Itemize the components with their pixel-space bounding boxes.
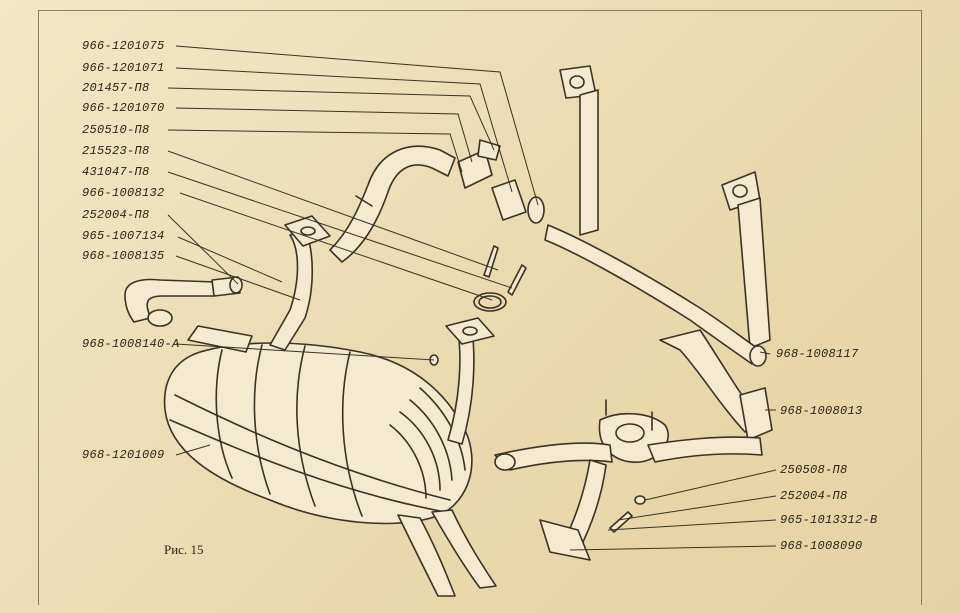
part-label-968-1008013: 968-1008013 bbox=[780, 404, 863, 418]
page-frame bbox=[38, 10, 922, 605]
part-label-250508-p8: 250508-П8 bbox=[780, 463, 848, 477]
part-label-968-1008135: 968-1008135 bbox=[82, 249, 165, 263]
exhaust-manifold bbox=[544, 65, 771, 367]
part-label-968-1008090: 968-1008090 bbox=[780, 539, 863, 553]
part-label-250510-p8: 250510-П8 bbox=[82, 123, 150, 137]
part-label-215523-p8: 215523-П8 bbox=[82, 144, 150, 158]
part-label-965-1007134: 965-1007134 bbox=[82, 229, 165, 243]
part-label-201457-p8: 201457-П8 bbox=[82, 81, 150, 95]
exhaust-pipe-left bbox=[269, 145, 495, 445]
figure-caption: Рис. 15 bbox=[164, 542, 204, 557]
part-label-252004-p8-top: 252004-П8 bbox=[82, 208, 150, 222]
part-label-966-1201071: 966-1201071 bbox=[82, 61, 165, 75]
part-label-966-1008132: 966-1008132 bbox=[82, 186, 165, 200]
clamp-assembly bbox=[457, 139, 545, 224]
part-label-968-1008140-a: 968-1008140-А bbox=[82, 337, 180, 351]
leader-lines bbox=[167, 45, 777, 551]
part-label-966-1201070: 966-1201070 bbox=[82, 101, 165, 115]
part-label-965-1013312-v: 965-1013312-В bbox=[780, 513, 878, 527]
part-label-966-1201075: 966-1201075 bbox=[82, 39, 165, 53]
part-label-252004-p8-bottom: 252004-П8 bbox=[780, 489, 848, 503]
part-label-431047-p8: 431047-П8 bbox=[82, 165, 150, 179]
studs-and-rings bbox=[429, 245, 646, 533]
part-label-968-1201009: 968-1201009 bbox=[82, 448, 165, 462]
part-label-968-1008117: 968-1008117 bbox=[776, 347, 859, 361]
bent-pipe bbox=[124, 276, 243, 327]
intake-manifold bbox=[494, 329, 773, 561]
muffler bbox=[163, 325, 497, 597]
